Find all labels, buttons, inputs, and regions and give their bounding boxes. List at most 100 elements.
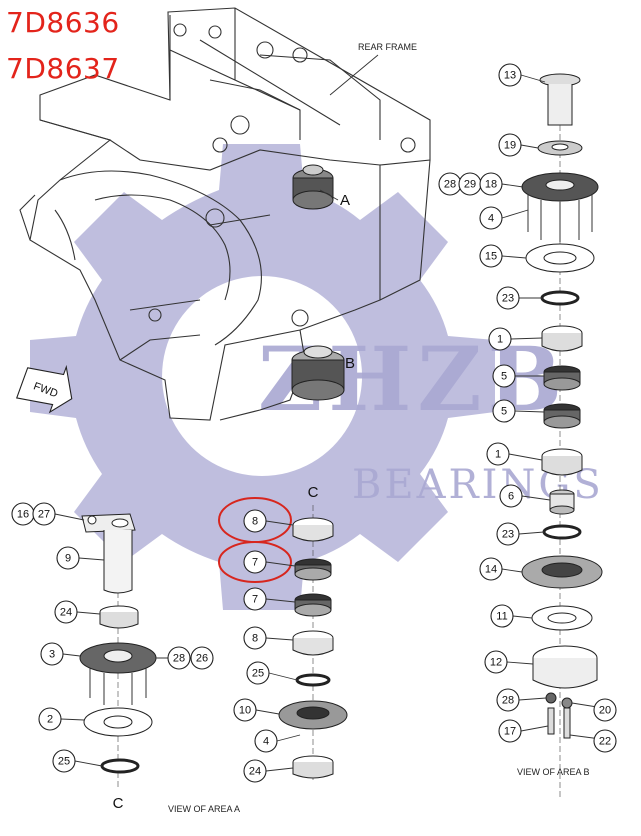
c-top-label: C — [308, 484, 319, 501]
part-number: 7 — [252, 594, 258, 606]
part-callout: 2 — [38, 707, 62, 731]
callout-circle — [32, 502, 56, 526]
part-callout: 16 — [11, 502, 35, 526]
part-callout: 22 — [593, 729, 617, 753]
leader-line — [510, 337, 543, 340]
part-number: 17 — [504, 726, 516, 738]
leader-line — [60, 718, 85, 721]
part-number: 3 — [49, 649, 55, 661]
part-callout: 6 — [499, 484, 523, 508]
part-callout: 9 — [56, 546, 80, 570]
callout-circle — [492, 399, 516, 423]
leader-line — [268, 672, 298, 681]
callout-circle — [233, 698, 257, 722]
part-number: 5 — [501, 371, 507, 383]
point-a-label: A — [340, 192, 350, 209]
callout-circle — [479, 206, 503, 230]
part-number: 28 — [444, 179, 456, 191]
callout-circle — [54, 600, 78, 624]
part-callout: 15 — [479, 244, 503, 268]
part-number: 20 — [599, 705, 611, 717]
callout-circle — [490, 604, 514, 628]
callout-circle — [243, 550, 267, 574]
part-callout: 26 — [190, 646, 214, 670]
callout-circle — [40, 642, 64, 666]
callout-circle — [498, 63, 522, 87]
leader-line — [520, 144, 539, 149]
part-callout: 28 — [496, 688, 520, 712]
part-number: 10 — [239, 705, 251, 717]
rear-frame-label: REAR FRAME — [358, 42, 417, 52]
part-callout: 14 — [479, 557, 503, 581]
part-callout: 19 — [498, 133, 522, 157]
callout-circle — [496, 688, 520, 712]
part-number: 8 — [252, 633, 258, 645]
fwd-arrow-icon: FWD — [15, 364, 73, 414]
watermark-gear-icon — [30, 144, 495, 610]
part-callout: 1 — [486, 442, 510, 466]
part-callout: 23 — [496, 286, 520, 310]
point-b-label: B — [345, 355, 355, 372]
callout-circle — [496, 522, 520, 546]
part-number: 18 — [485, 179, 497, 191]
part-number: 2 — [47, 714, 53, 726]
part-callout: 17 — [498, 719, 522, 743]
frame-bearing-a — [292, 164, 334, 210]
part-number: 16 — [17, 509, 29, 521]
part-number: 1 — [497, 334, 503, 346]
callout-circle — [593, 729, 617, 753]
leader-line — [518, 697, 547, 701]
callout-circle — [492, 364, 516, 388]
callout-circle — [38, 707, 62, 731]
leader-line — [54, 513, 85, 521]
part-callout: 12 — [484, 650, 508, 674]
leader-line — [508, 453, 543, 461]
part-number: 9 — [65, 553, 71, 565]
part-callout: 27 — [32, 502, 56, 526]
part-number: 24 — [249, 766, 261, 778]
part-number: 4 — [488, 213, 494, 225]
part-number: 22 — [599, 736, 611, 748]
callout-circle — [593, 698, 617, 722]
callout-circle — [479, 172, 503, 196]
part-callout: 28 — [438, 172, 462, 196]
leader-line — [501, 209, 529, 219]
part-number: 27 — [38, 509, 50, 521]
callout-circle — [190, 646, 214, 670]
callout-circle — [488, 327, 512, 351]
part-callout: 4 — [254, 729, 278, 753]
callout-circle — [499, 484, 523, 508]
part-callout: 8 — [243, 626, 267, 650]
callout-circle — [167, 646, 191, 670]
callout-circle — [52, 749, 76, 773]
frame-bearing-b — [291, 345, 345, 401]
part-callout: 13 — [498, 63, 522, 87]
part-callout: 7 — [243, 550, 267, 574]
part-callout: 5 — [492, 399, 516, 423]
part-number: 15 — [485, 251, 497, 263]
part-number: 25 — [58, 756, 70, 768]
part-callout: 8 — [243, 509, 267, 533]
part-callout: 3 — [40, 642, 64, 666]
leader-line — [276, 734, 301, 742]
callout-circle — [486, 442, 510, 466]
part-callout: 5 — [492, 364, 516, 388]
callout-circle — [479, 244, 503, 268]
leader-line — [265, 598, 296, 603]
part-code-2: 7D8637 — [6, 52, 120, 85]
leader-line — [78, 557, 105, 561]
part-number: 13 — [504, 70, 516, 82]
part-callout: 20 — [593, 698, 617, 722]
part-number: 6 — [508, 491, 514, 503]
callout-circle — [243, 759, 267, 783]
leader-line — [501, 183, 524, 188]
view-a-left-exploded — [79, 513, 157, 790]
leader-line — [62, 653, 81, 657]
part-number: 7 — [252, 557, 258, 569]
part-callout: 18 — [479, 172, 503, 196]
part-number: 23 — [502, 529, 514, 541]
part-number: 12 — [490, 657, 502, 669]
leader-line — [265, 561, 296, 567]
leader-line — [265, 520, 294, 526]
